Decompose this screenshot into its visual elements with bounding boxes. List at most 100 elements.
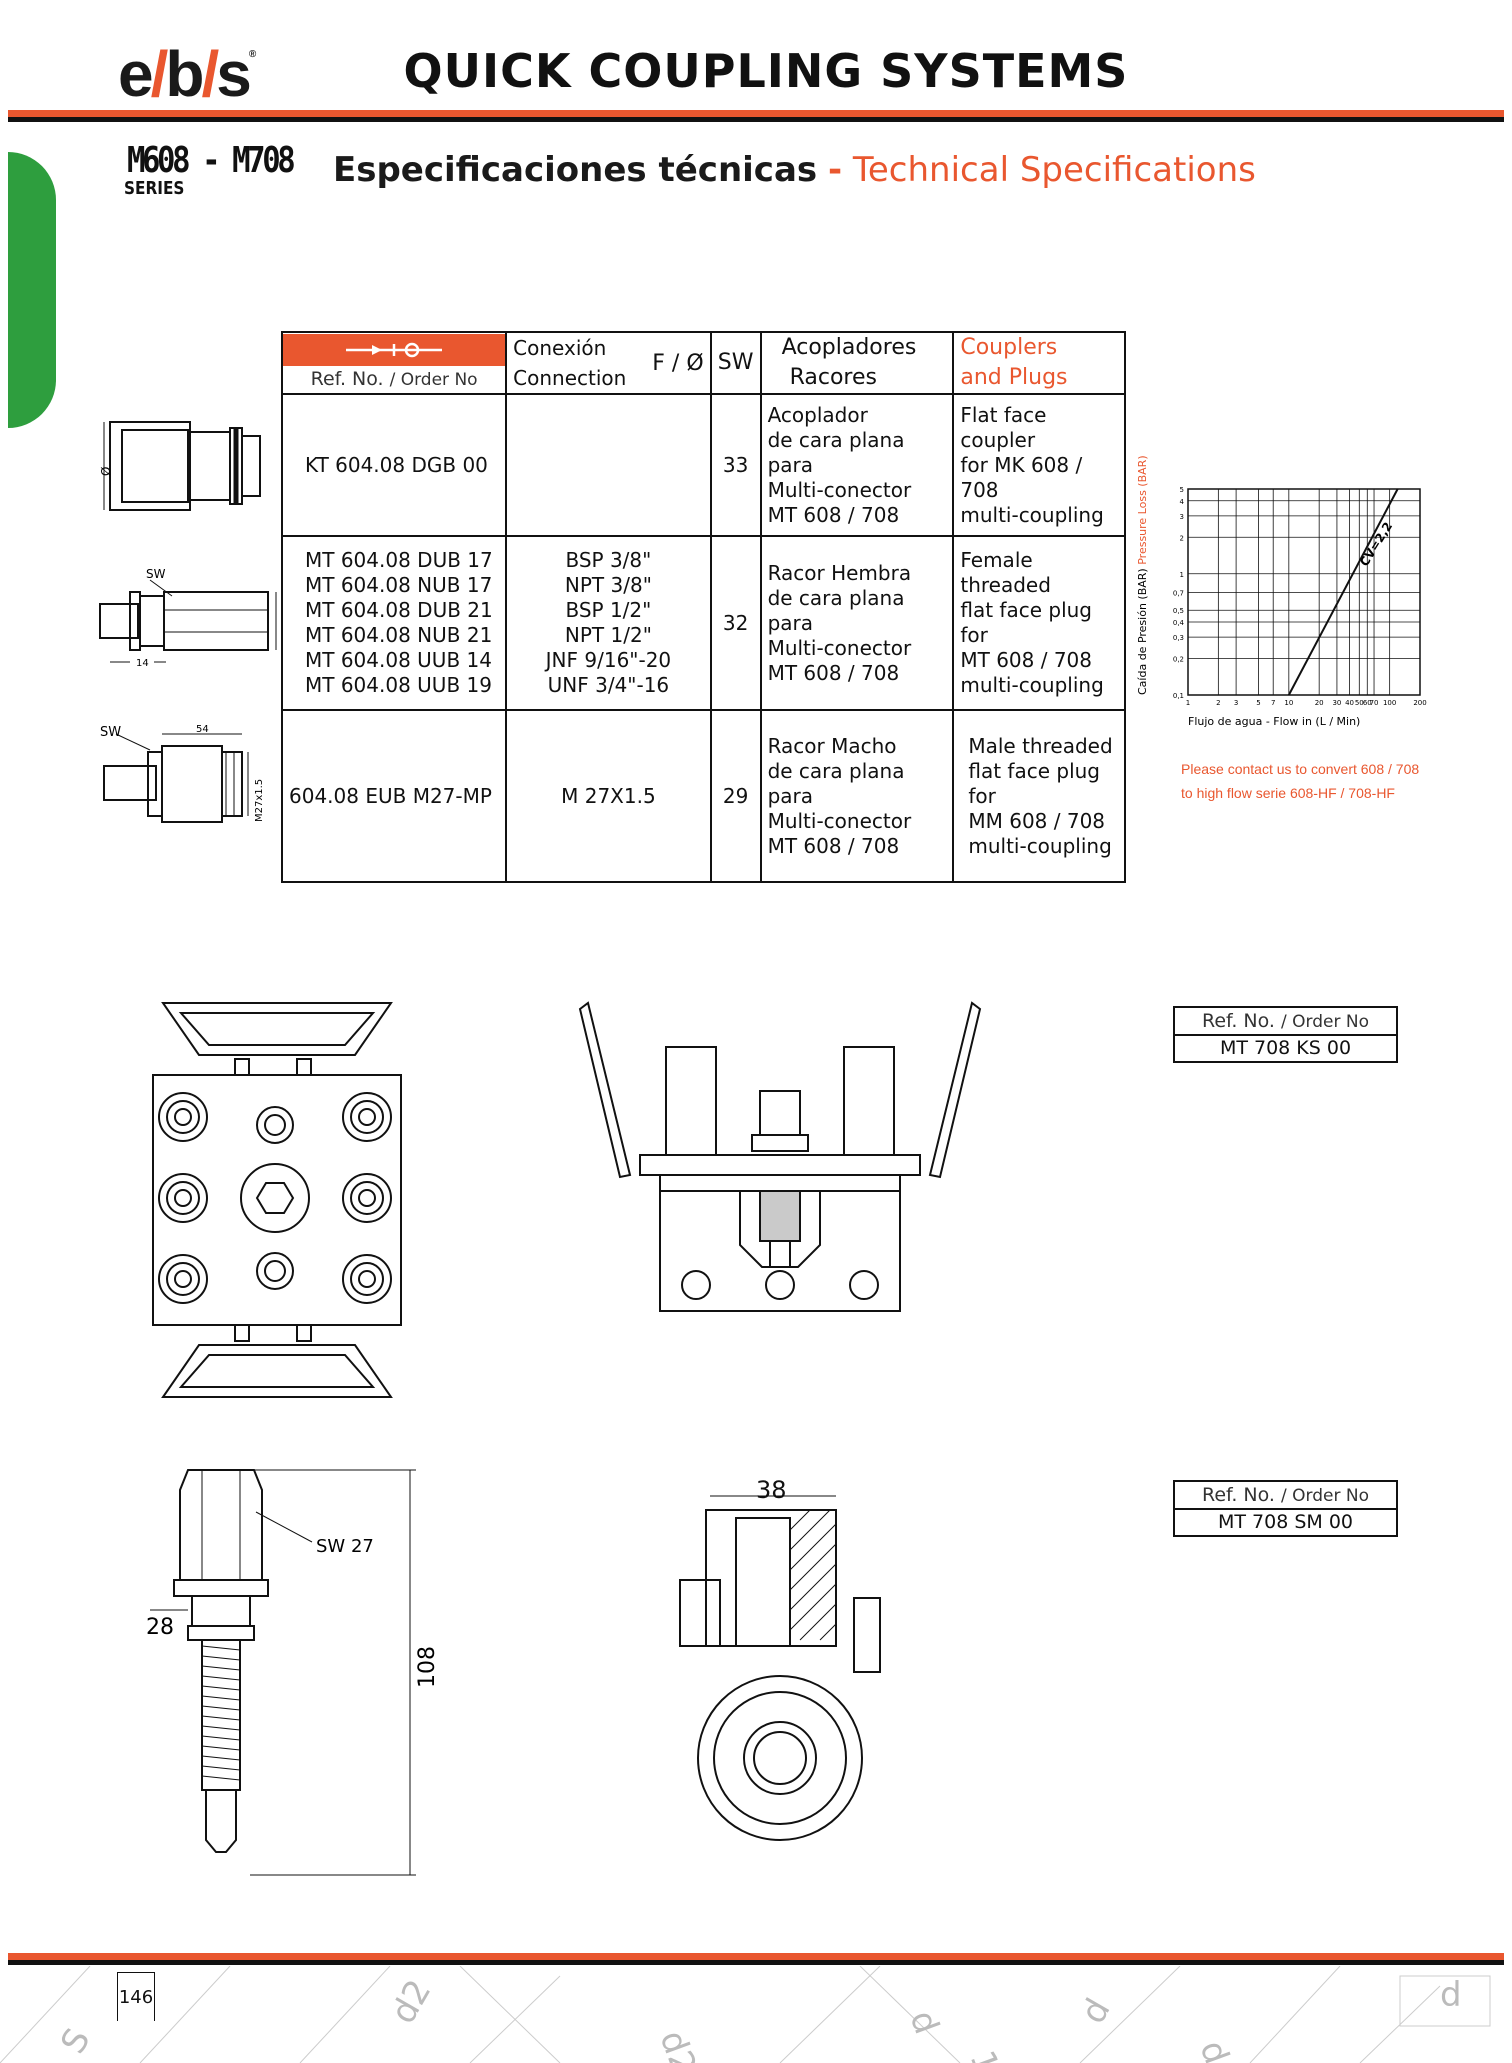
high-flow-note: Please contact us to convert 608 / 708 to… bbox=[1181, 757, 1419, 805]
desc-line: MT 608 / 708 bbox=[767, 660, 900, 685]
desc-line: Multi-conector bbox=[767, 635, 912, 660]
chart-y-label: Caída de Presión (BAR) Pressure Loss (BA… bbox=[1136, 455, 1149, 695]
row3-conn: M 27X1.5 bbox=[505, 709, 712, 883]
chart-grid bbox=[1187, 488, 1421, 696]
chart-x-tick-label: 7 bbox=[1271, 699, 1275, 707]
watermark-label: d2 bbox=[652, 2025, 704, 2063]
racores-label: Racores bbox=[789, 365, 877, 390]
chart-y-tick-label: 0,5 bbox=[1173, 607, 1184, 615]
chart-x-tick-label: 2 bbox=[1216, 699, 1220, 707]
ylabel-es: Caída de Presión (BAR) bbox=[1136, 568, 1149, 695]
note-line: to high flow serie 608-HF / 708-HF bbox=[1181, 785, 1395, 801]
ref-cell: MT 604.08 NUB 17 bbox=[305, 573, 493, 597]
chart-y-tick-label: 0,7 bbox=[1173, 590, 1184, 598]
conn-cell: NPT 3/8" bbox=[564, 573, 652, 597]
chart-x-tick-label: 1 bbox=[1186, 699, 1190, 707]
series-label: SERIES bbox=[124, 178, 185, 199]
dim-38-label: 38 bbox=[756, 1476, 787, 1504]
conn-cell: UNF 3/4"-16 bbox=[547, 673, 670, 697]
logo-swoosh: / bbox=[150, 38, 169, 110]
desc-line: Multi-conector bbox=[767, 808, 912, 833]
ylabel-en: Pressure Loss (BAR) bbox=[1136, 455, 1149, 564]
ref-label: Ref. No. / Order No bbox=[283, 366, 505, 392]
desc-line: MT 608 / 708 bbox=[960, 648, 1092, 672]
watermark-label: d bbox=[902, 2005, 947, 2039]
chart-x-tick-label: 10 bbox=[1284, 699, 1293, 707]
desc-line: multi-coupling bbox=[960, 502, 1104, 527]
ref-text: Ref. No. bbox=[310, 368, 384, 390]
chart-x-tick-label: 20 bbox=[1315, 699, 1324, 707]
conn-cell: BSP 3/8" bbox=[565, 548, 652, 572]
watermark-label: d bbox=[1192, 2035, 1237, 2063]
desc-line: MT 608 / 708 bbox=[767, 833, 900, 858]
desc-line: de cara plana para bbox=[767, 427, 905, 477]
row3-sw: 29 bbox=[709, 709, 762, 883]
coupler-drawing: Ø bbox=[100, 421, 261, 511]
desc-line: Female threaded bbox=[960, 548, 1051, 597]
col-en: Couplers and Plugs bbox=[952, 331, 1126, 395]
ref-cell: MT 604.08 UUB 19 bbox=[305, 673, 492, 697]
len-label: 14 bbox=[136, 658, 149, 669]
row1-refs: KT 604.08 DGB 00 bbox=[280, 393, 508, 537]
chart-x-tick-label: 50 bbox=[1355, 699, 1364, 707]
watermark-label: d bbox=[1073, 1992, 1118, 2031]
chart-y-tick-label: 0,4 bbox=[1173, 619, 1185, 627]
chart-frame bbox=[1187, 488, 1421, 696]
male-plug-drawing: SW 54 M27x1.5 bbox=[100, 724, 265, 823]
order-text: / Order No bbox=[1281, 1486, 1369, 1506]
footer-rule-orange bbox=[8, 1953, 1504, 1960]
logo-letter-s: s bbox=[216, 38, 252, 110]
dia-label: Ø bbox=[100, 467, 113, 476]
desc-line: multi-coupling bbox=[968, 833, 1112, 858]
order-value: MT 708 KS 00 bbox=[1219, 1037, 1352, 1059]
page-number: 146 bbox=[117, 1972, 155, 2021]
chart-y-tick-label: 0,1 bbox=[1173, 692, 1184, 700]
footer-rule-black bbox=[8, 1960, 1504, 1965]
row1-sw: 33 bbox=[709, 393, 762, 537]
desc-line: Racor Hembra bbox=[767, 560, 912, 585]
desc-line: multi-coupling bbox=[960, 673, 1104, 697]
chart-x-tick-label: 3 bbox=[1234, 699, 1238, 707]
table-header-row: Ref. No. / Order No Conexión Connection … bbox=[280, 331, 1126, 395]
chart-x-tick-label: 60 bbox=[1363, 699, 1372, 707]
section-tab bbox=[8, 152, 56, 428]
desc-line: Acoplador bbox=[767, 402, 868, 427]
desc-line: Flat face coupler bbox=[960, 402, 1047, 452]
chart-x-label: Flujo de agua - Flow in (L / Min) bbox=[1188, 715, 1360, 728]
logo-swoosh-2: / bbox=[201, 38, 219, 110]
note-line: Please contact us to convert 608 / 708 bbox=[1181, 761, 1420, 777]
conn-cell: BSP 1/2" bbox=[565, 598, 652, 622]
row1-conn bbox=[505, 393, 712, 537]
desc-line: Multi-conector bbox=[767, 477, 912, 502]
couplers-label: Couplers bbox=[960, 335, 1058, 360]
chart-x-tick-label: 100 bbox=[1383, 699, 1396, 707]
ref-cell: MT 604.08 UUB 14 bbox=[305, 648, 492, 672]
ref-text: Ref. No. bbox=[1202, 1010, 1275, 1032]
desc-line: de cara plana para bbox=[767, 585, 905, 635]
row2-sw: 32 bbox=[709, 535, 762, 711]
female-plug-drawing: SW 14 bbox=[99, 567, 277, 669]
watermark-label: d2 bbox=[383, 1973, 439, 2030]
heading-separator: - bbox=[827, 150, 843, 190]
chart-y-tick-label: 2 bbox=[1180, 534, 1184, 542]
chart-y-tick-label: 0,2 bbox=[1173, 656, 1184, 664]
desc-line: for MK 608 / 708 bbox=[960, 452, 1083, 502]
len-label: 54 bbox=[196, 724, 209, 735]
row2-conn: BSP 3/8"NPT 3/8"BSP 1/2"NPT 1/2"JNF 9/16… bbox=[505, 535, 712, 711]
plugs-label: and Plugs bbox=[960, 365, 1068, 390]
table-row: 604.08 EUB M27-MP M 27X1.5 29 Racor Mach… bbox=[280, 709, 1126, 883]
desc-line: Male threaded bbox=[968, 733, 1113, 758]
series-model: M608 - M708 bbox=[127, 140, 296, 181]
order-text: / Order No bbox=[1281, 1012, 1369, 1032]
conn-es: Conexión bbox=[513, 336, 607, 360]
